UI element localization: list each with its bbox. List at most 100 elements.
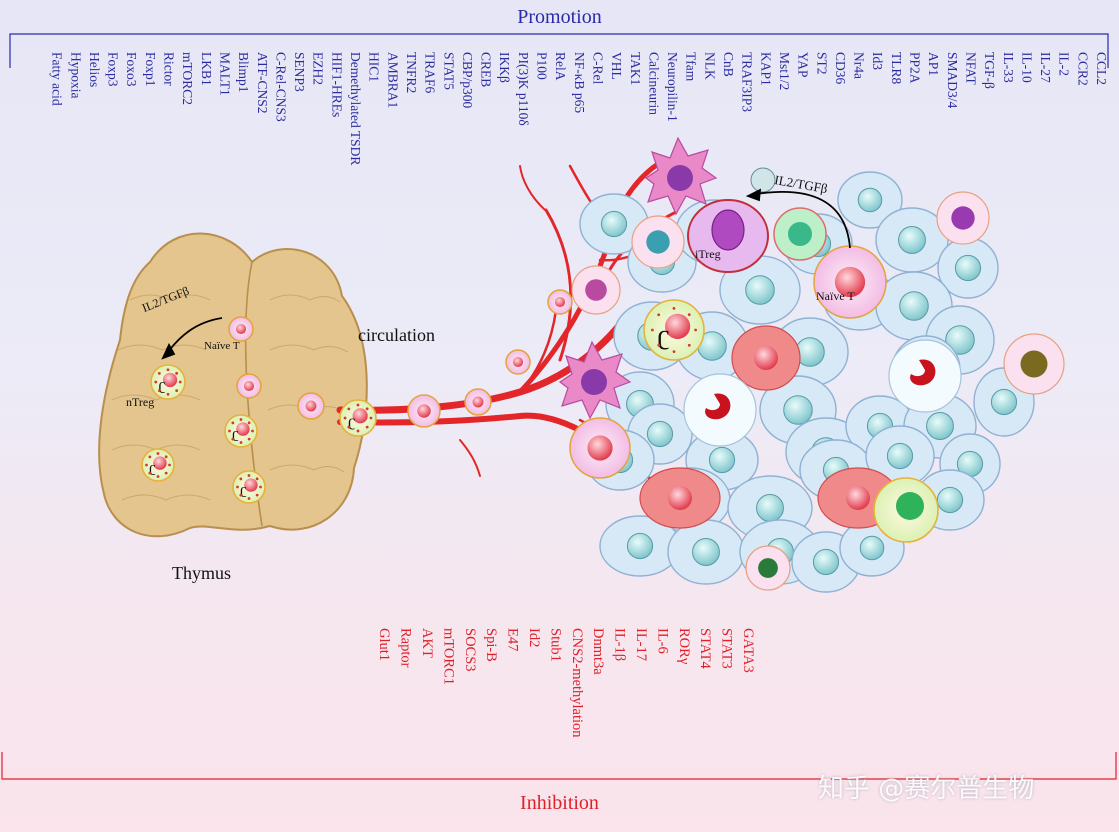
tumor-cell-nucleus <box>783 395 813 425</box>
cytokine-granule <box>157 389 161 393</box>
promotion-factor: KAP1 <box>758 52 774 86</box>
promotion-factor: NF-κB p65 <box>571 52 587 114</box>
promotion-factor: ATF-CNS2 <box>254 52 270 114</box>
cytokine-granule <box>672 307 676 310</box>
cytokine-granule <box>175 389 179 393</box>
promotion-factor: IL-2 <box>1056 52 1072 76</box>
cytokine-granule <box>343 416 347 420</box>
thymus-label: Thymus <box>172 563 232 583</box>
promotion-factor: CREB <box>478 52 494 88</box>
promotion-factor: NFAT <box>963 52 979 85</box>
promotion-factor: P100 <box>534 52 550 80</box>
cytokine-granule <box>145 463 148 467</box>
tumor-cell-nucleus <box>899 291 929 321</box>
tumor-cell-nucleus <box>886 442 914 470</box>
promotion-factor: MALT1 <box>217 52 233 96</box>
tumor-cell-nucleus <box>692 538 720 566</box>
cytokine-granule <box>239 477 243 481</box>
treg-cell-nucleus <box>352 408 368 424</box>
inhibition-factor: AKT <box>419 628 435 658</box>
cytokine-granule <box>651 328 654 332</box>
treg-cell-nucleus <box>162 372 178 388</box>
promotion-factor: Neuropilin-1 <box>665 52 681 122</box>
promotion-factor: SMAD3/4 <box>944 52 960 109</box>
inhibition-factor: Id2 <box>526 628 542 648</box>
inhibition-factor: mTORC1 <box>440 628 457 685</box>
inhibition-factor: Raptor <box>397 628 414 668</box>
tumor-cell-nucleus <box>646 420 674 448</box>
promotion-factor: TRAF3IP3 <box>739 52 755 113</box>
promotion-factor: C-Rel <box>590 52 606 85</box>
tumor-cell-nucleus <box>936 486 964 514</box>
promotion-factor: CCL2 <box>1094 52 1109 86</box>
tumor-cell-nucleus <box>954 254 982 282</box>
cytokine-granule <box>247 497 251 500</box>
tumor-naive-t-label: Naïve T <box>816 289 855 303</box>
promotion-factor: Rictor <box>161 52 177 86</box>
tumor-cell-nucleus <box>812 548 840 576</box>
cytokine-granule <box>369 416 373 420</box>
cytokine-granule <box>255 493 259 497</box>
promotion-factor: CCR2 <box>1075 52 1091 86</box>
cytokine-granule <box>687 343 691 347</box>
cytokine-granule <box>156 475 160 478</box>
tumor-cell-nucleus <box>898 226 926 254</box>
promotion-factor: ST2 <box>814 52 830 75</box>
promotion-factor: Foxp1 <box>142 52 158 87</box>
tumor-cell-nucleus <box>859 535 885 561</box>
cytokine-granule <box>247 421 251 425</box>
inhibition-factor: Spi-B <box>483 628 500 662</box>
naive-t-cell-nucleus <box>417 404 431 418</box>
naive-t-cell-nucleus <box>243 380 255 392</box>
cytokine-granule <box>251 429 254 433</box>
cytokine-granule <box>156 452 160 455</box>
promotion-factor: TLR8 <box>888 52 904 85</box>
tumor-cell-nucleus <box>626 532 654 560</box>
cytokine-granule <box>236 485 239 489</box>
cytokine-granule <box>166 392 170 396</box>
cytokine-granule <box>148 471 152 475</box>
effector-cell-nucleus <box>705 393 731 420</box>
inhibition-title: Inhibition <box>520 792 599 814</box>
cytokine-granule <box>231 437 235 441</box>
tumor-cell-nucleus <box>990 388 1018 416</box>
dendritic-cell-nucleus <box>667 165 693 191</box>
cytokine-granule <box>164 471 168 475</box>
cytokine-granule <box>239 441 243 444</box>
inhibition-factor: IL-17 <box>633 628 649 662</box>
inhibition-factor: CNS2-methylation <box>568 628 585 738</box>
cytokine-granule <box>178 380 182 384</box>
cytokine-granule <box>356 403 360 407</box>
immune-cell-nucleus <box>585 279 607 301</box>
treg-cell-marker: ʗ <box>159 377 166 394</box>
promotion-factor: LKB1 <box>198 52 214 86</box>
treg-cell-nucleus <box>153 456 167 470</box>
tumor-cell-nucleus <box>926 412 954 440</box>
cytokine-granule <box>255 477 259 481</box>
promotion-factor: Calcineurin <box>646 52 662 115</box>
cytokine-granule <box>657 313 661 317</box>
ntreg-label: nTreg <box>126 395 155 409</box>
macrophage-nucleus <box>788 222 812 246</box>
naive-t-cell-nucleus <box>587 435 613 461</box>
apoptotic-cell-nucleus <box>846 486 870 510</box>
promotion-factor: TNFR2 <box>403 52 419 94</box>
cytokine-granule <box>154 380 158 384</box>
promotion-factor: IL-10 <box>1019 52 1035 83</box>
tumor-cell-nucleus <box>857 187 883 213</box>
treg-cell-nucleus <box>665 313 691 339</box>
dendritic-cell-nucleus <box>581 369 607 395</box>
cytokine-granule <box>247 474 251 477</box>
inhibition-factor: RORγ <box>675 628 692 665</box>
treg-cell-nucleus <box>244 478 258 492</box>
signal-arrows <box>161 188 851 360</box>
effector-cell-nucleus <box>910 359 936 386</box>
promotion-factor: PP2A <box>907 52 923 84</box>
inhibition-factor: E47 <box>504 628 521 652</box>
cytokine-granule <box>347 425 351 429</box>
tumor-cell-nucleus <box>745 275 775 305</box>
promotion-factor: mTORC2 <box>180 52 196 106</box>
promotion-factor: Foxp3 <box>105 52 121 87</box>
promotion-factor: CnB <box>721 52 736 77</box>
